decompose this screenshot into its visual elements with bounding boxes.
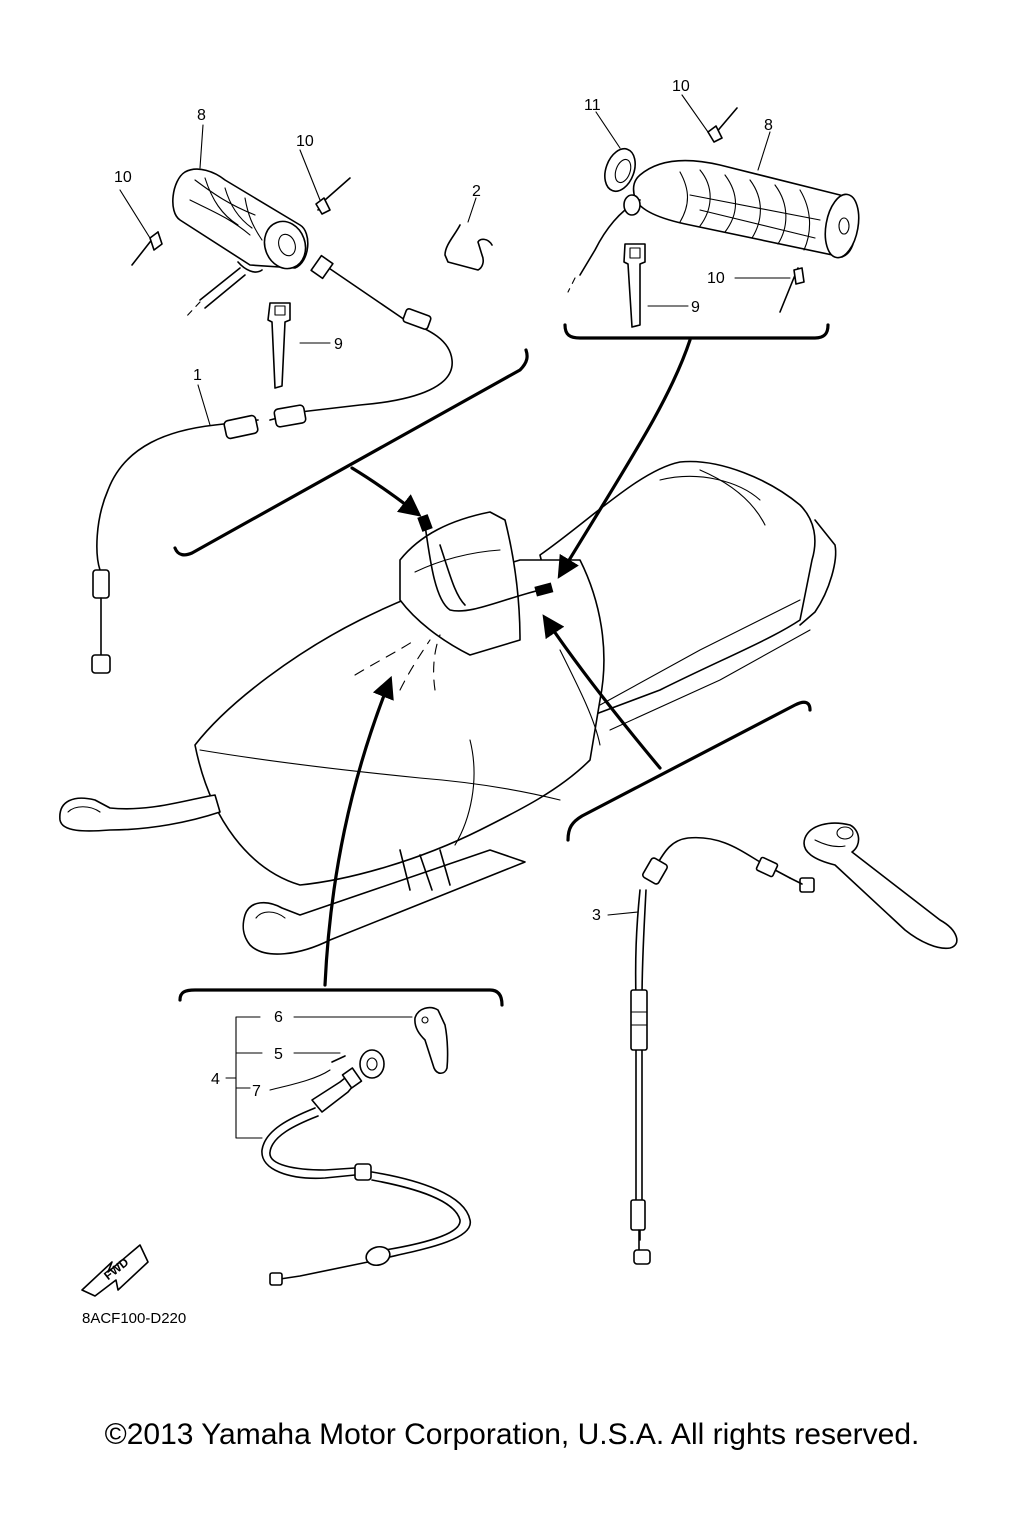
callout-2: 2 — [472, 183, 481, 200]
group-brackets — [173, 323, 830, 1007]
clip-2 — [444, 224, 493, 271]
right-grip-assembly — [567, 94, 860, 328]
cable-band-right — [623, 243, 646, 328]
bracket-left-grip-group — [173, 348, 529, 557]
callout-7: 7 — [252, 1083, 261, 1100]
starter-cable-assembly — [225, 1006, 471, 1286]
snowmobile-illustration — [59, 460, 837, 955]
callout-10-left-b: 10 — [296, 133, 314, 150]
brake-cable-assembly — [607, 822, 958, 1265]
pointer-throttle — [542, 614, 662, 770]
grip-right — [632, 159, 857, 258]
callout-10-right-bottom: 10 — [707, 270, 725, 287]
cable-band-left — [267, 302, 291, 389]
copyright-notice: ©2013 Yamaha Motor Corporation, U.S.A. A… — [104, 1418, 920, 1451]
bracket-right-grip-group — [563, 323, 830, 340]
fwd-arrow: FWD — [81, 1244, 149, 1297]
bracket-throttle-group — [566, 700, 812, 842]
callout-11: 11 — [584, 97, 601, 114]
callout-4: 4 — [211, 1071, 220, 1088]
lever-6 — [414, 1006, 449, 1075]
callout-1: 1 — [193, 367, 202, 384]
callout-10-left-a: 10 — [114, 169, 132, 186]
throttle-cable-1 — [299, 261, 453, 413]
pointer-choke — [323, 675, 394, 987]
bracket-choke-group — [178, 988, 504, 1007]
callout-labels: 1 2 3 4 5 6 7 8 8 9 9 10 10 10 10 11 — [114, 78, 773, 1100]
callout-10-right-top: 10 — [672, 78, 690, 95]
callout-9-left: 9 — [334, 336, 343, 353]
pointer-right-grip — [557, 338, 692, 579]
cable-3 — [654, 836, 791, 879]
brake-lever — [803, 822, 958, 950]
callout-8-right: 8 — [764, 117, 773, 134]
callout-5: 5 — [274, 1046, 283, 1063]
callout-9-right: 9 — [691, 299, 700, 316]
callout-8-left: 8 — [197, 107, 206, 124]
pointer-left-grip — [350, 466, 422, 517]
callout-6: 6 — [274, 1009, 283, 1026]
group-bracket-4 — [235, 1016, 263, 1139]
left-grip-assembly — [91, 124, 493, 674]
drawing-code: 8ACF100-D220 — [82, 1310, 186, 1327]
nut-5 — [359, 1049, 385, 1079]
callout-3: 3 — [592, 907, 601, 924]
